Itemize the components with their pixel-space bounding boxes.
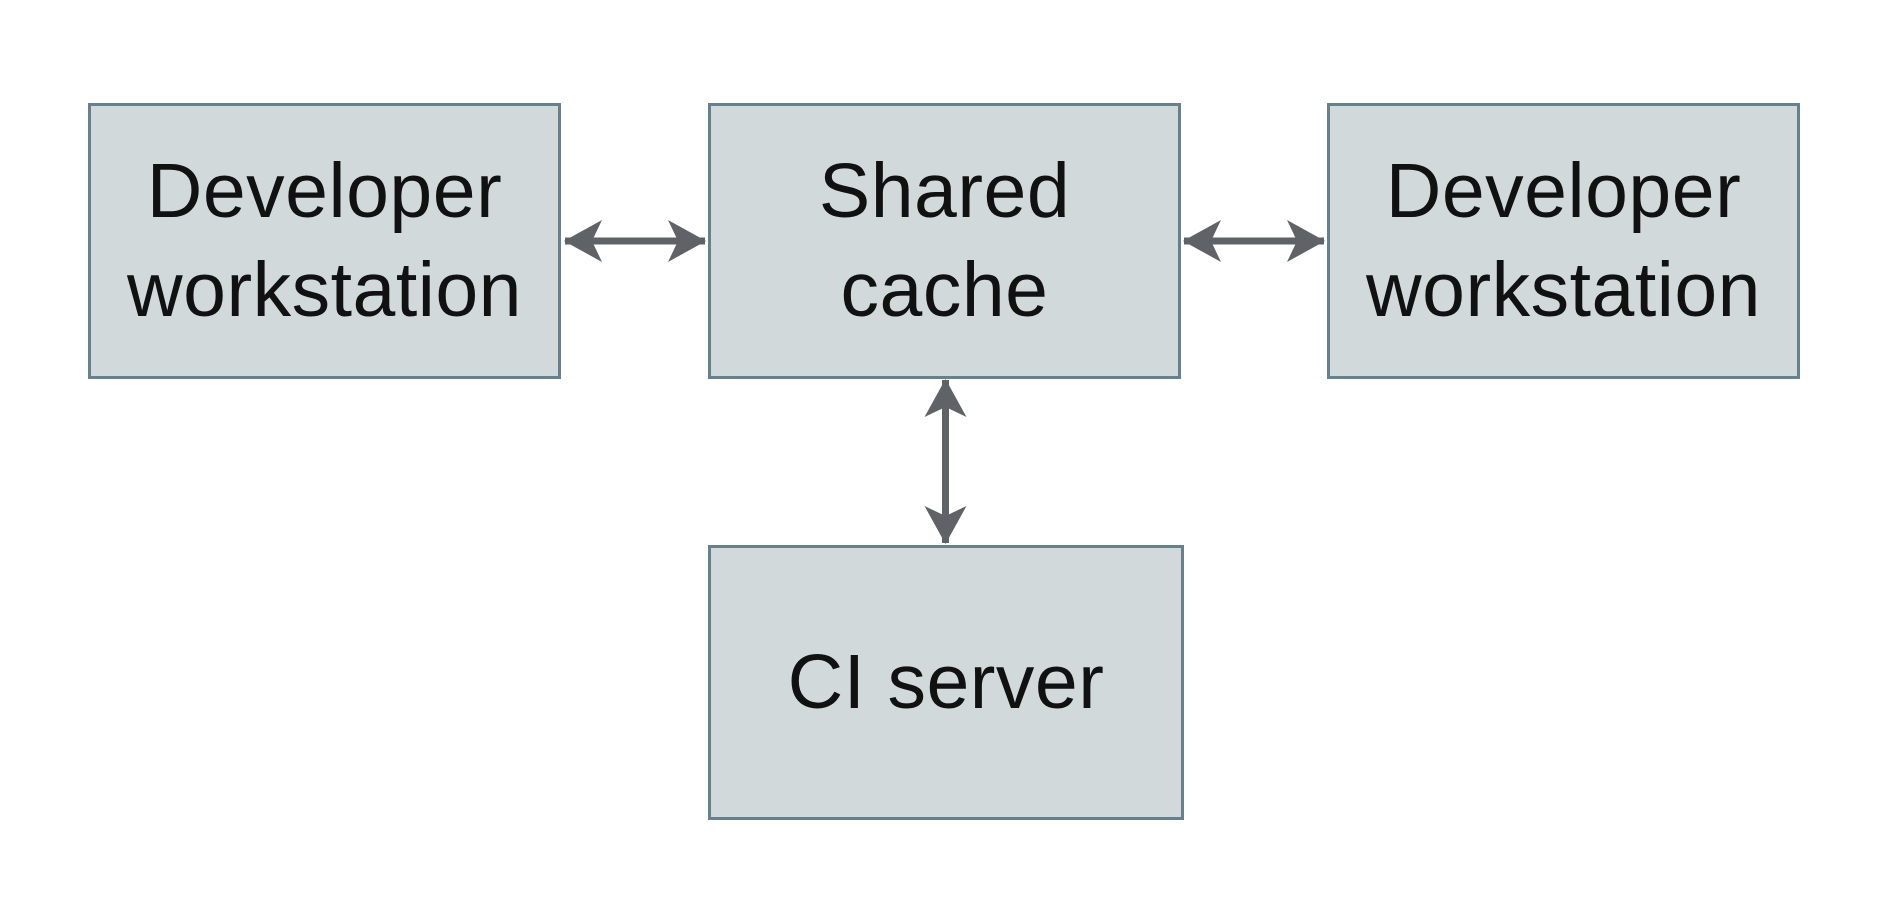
node-label: Developer workstation xyxy=(127,148,522,333)
node-ci-server: CI server xyxy=(708,545,1184,820)
node-shared-cache: Shared cache xyxy=(708,103,1181,379)
node-label: Developer workstation xyxy=(1366,148,1761,333)
node-developer-workstation-right: Developer workstation xyxy=(1327,103,1800,379)
node-label: CI server xyxy=(787,639,1105,726)
node-developer-workstation-left: Developer workstation xyxy=(88,103,561,379)
node-label: Shared cache xyxy=(818,148,1071,333)
